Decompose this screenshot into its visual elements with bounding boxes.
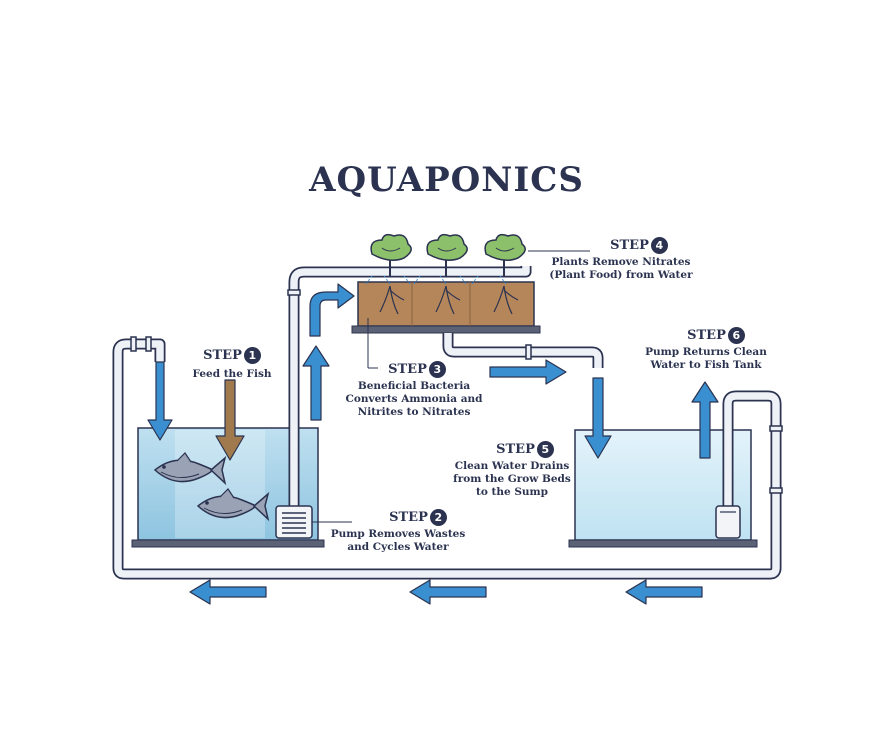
plant-icon xyxy=(370,233,412,276)
step-6-number-badge: 6 xyxy=(727,327,745,344)
step-1-line-1: Feed the Fish xyxy=(192,368,272,380)
step-3-line-2: Converts Ammonia and xyxy=(345,393,483,405)
step-4-number-badge: 4 xyxy=(650,237,668,254)
flow-arrow-right-icon xyxy=(489,359,567,385)
step-2: STEP 2 Pump Removes Wastes and Cycles Wa… xyxy=(318,506,478,554)
drain-pipe xyxy=(442,333,604,368)
step-3-number-badge: 3 xyxy=(428,361,446,378)
step-3-heading: STEP 3 xyxy=(388,361,446,378)
step-6-line-2: Water to Fish Tank xyxy=(650,359,762,371)
step-4-heading: STEP 4 xyxy=(610,237,668,254)
riser-pipe xyxy=(287,266,532,510)
sump-return-pipe xyxy=(722,390,783,510)
plant-icon xyxy=(484,233,526,276)
step-6-label: STEP xyxy=(687,328,726,343)
step-5-line-2: from the Grow Beds xyxy=(453,473,571,485)
step-6-heading: STEP 6 xyxy=(687,327,745,344)
page-title: AQUAPONICS xyxy=(309,160,584,200)
step-1: STEP 1 Feed the Fish xyxy=(176,344,288,381)
fish-tank-pump xyxy=(275,505,313,539)
step-4-label: STEP xyxy=(610,238,649,253)
step-5: STEP 5 Clean Water Drains from the Grow … xyxy=(446,438,578,499)
flow-arrow-left-icon xyxy=(409,579,487,605)
flow-arrow-down-icon xyxy=(584,377,612,459)
flow-arrow-left-icon xyxy=(189,579,267,605)
step-2-line-2: and Cycles Water xyxy=(347,541,449,553)
plant-icon xyxy=(426,233,468,276)
step-2-line-1: Pump Removes Wastes xyxy=(330,528,466,540)
sump-pump xyxy=(715,505,741,539)
grow-bed xyxy=(351,275,541,334)
feed-arrow-icon xyxy=(215,379,245,461)
flow-arrow-up-icon xyxy=(302,345,330,421)
step-2-heading: STEP 2 xyxy=(389,509,447,526)
flow-arrow-down-icon xyxy=(147,361,173,441)
step-4: STEP 4 Plants Remove Nitrates (Plant Foo… xyxy=(540,234,702,282)
step-3: STEP 3 Beneficial Bacteria Converts Ammo… xyxy=(334,358,494,419)
step-3-label: STEP xyxy=(388,362,427,377)
step-2-label: STEP xyxy=(389,510,428,525)
step-5-line-1: Clean Water Drains xyxy=(454,460,570,472)
step-5-number-badge: 5 xyxy=(536,441,554,458)
step-6: STEP 6 Pump Returns Clean Water to Fish … xyxy=(638,324,774,372)
step-4-line-1: Plants Remove Nitrates xyxy=(551,256,691,268)
flow-arrow-up-icon xyxy=(691,381,719,459)
flow-arrow-left-icon xyxy=(625,579,703,605)
step-4-line-2: (Plant Food) from Water xyxy=(549,269,693,281)
fish-tank-inlet-pipe xyxy=(112,336,166,560)
bottom-return-pipe xyxy=(112,420,782,580)
fish-icon xyxy=(153,452,227,486)
step-2-number-badge: 2 xyxy=(429,509,447,526)
step-3-line-1: Beneficial Bacteria xyxy=(357,380,471,392)
step-1-number-badge: 1 xyxy=(243,347,261,364)
fish-icon xyxy=(196,488,270,522)
step-1-label: STEP xyxy=(203,348,242,363)
flow-arrow-curved-icon xyxy=(309,283,355,337)
step-5-line-3: to the Sump xyxy=(476,486,548,498)
step-6-line-1: Pump Returns Clean xyxy=(645,346,767,358)
step-3-line-3: Nitrites to Nitrates xyxy=(357,406,471,418)
step-5-heading: STEP 5 xyxy=(496,441,554,458)
step-1-heading: STEP 1 xyxy=(203,347,261,364)
step-5-label: STEP xyxy=(496,442,535,457)
